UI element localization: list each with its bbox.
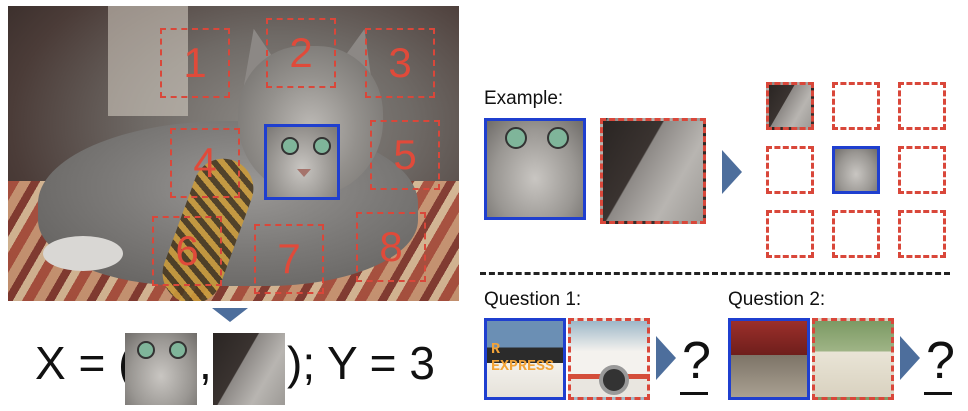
answer-grid-center	[832, 146, 880, 194]
patch-4: 4	[170, 128, 240, 198]
patch-7-number: 7	[277, 235, 301, 282]
answer-grid-cell-empty	[766, 146, 814, 194]
patch-7: 7	[254, 224, 324, 294]
patch-5: 5	[370, 120, 440, 190]
question-2-neighbor-patch	[812, 318, 894, 400]
question-1-center-patch: R EXPRESS	[484, 318, 566, 400]
patch-2: 2	[266, 18, 336, 88]
question-2-label: Question 2:	[728, 289, 826, 310]
formula-x-prefix: X = (	[35, 337, 134, 389]
question-2-answer: ?	[926, 332, 955, 390]
example-arrow-icon	[722, 150, 742, 194]
patch-1: 1	[160, 28, 230, 98]
answer-grid-cell-empty	[898, 146, 946, 194]
answer-grid-cell-empty	[898, 82, 946, 130]
formula-ear-tile	[213, 333, 285, 405]
patch-8: 8	[356, 212, 426, 282]
bus-wheel	[599, 365, 629, 395]
question-1-label: Question 1:	[484, 289, 582, 310]
formula-suffix: ); Y = 3	[287, 337, 435, 389]
patch-6-number: 6	[175, 227, 199, 274]
answer-grid-cell-2-filled	[766, 82, 814, 130]
patch-4-number: 4	[193, 139, 217, 186]
patch-5-number: 5	[393, 131, 417, 178]
example-label: Example:	[484, 88, 564, 109]
section-divider	[480, 272, 950, 275]
cat-photo: 1 2 3 4 5 6 7 8	[8, 6, 459, 301]
tile-eye-right	[169, 341, 187, 359]
cat-eye-right	[313, 137, 331, 155]
example-neighbor-patch	[600, 118, 706, 224]
tile-eye-left	[137, 341, 155, 359]
cat-nose	[297, 169, 311, 177]
question-1-answer-line	[680, 392, 708, 395]
bus-destination-sign: R EXPRESS	[491, 341, 555, 375]
patch-2-number: 2	[289, 29, 313, 76]
down-arrow-icon	[212, 308, 248, 322]
answer-grid-cell-empty	[766, 210, 814, 258]
patch-8-number: 8	[379, 223, 403, 270]
answer-grid-cell-empty	[898, 210, 946, 258]
formula-comma: ,	[199, 337, 212, 389]
cat-paw	[43, 236, 123, 271]
question-2-center-patch	[728, 318, 810, 400]
question-2-answer-line	[924, 392, 952, 395]
answer-grid-cell-empty	[832, 210, 880, 258]
cat-eye-left	[281, 137, 299, 155]
patch-6: 6	[152, 216, 222, 286]
patch-3-number: 3	[388, 39, 412, 86]
example-center-patch	[484, 118, 586, 220]
patch-3: 3	[365, 28, 435, 98]
question-1-answer: ?	[682, 332, 711, 390]
answer-grid-cell-empty	[832, 82, 880, 130]
question-1-neighbor-patch	[568, 318, 650, 400]
formula-center-tile	[125, 333, 197, 405]
patch-1-number: 1	[183, 39, 207, 86]
center-patch	[264, 124, 340, 200]
question-2-arrow-icon	[900, 336, 920, 380]
example-eye-left	[505, 127, 527, 149]
example-eye-right	[547, 127, 569, 149]
question-1-arrow-icon	[656, 336, 676, 380]
